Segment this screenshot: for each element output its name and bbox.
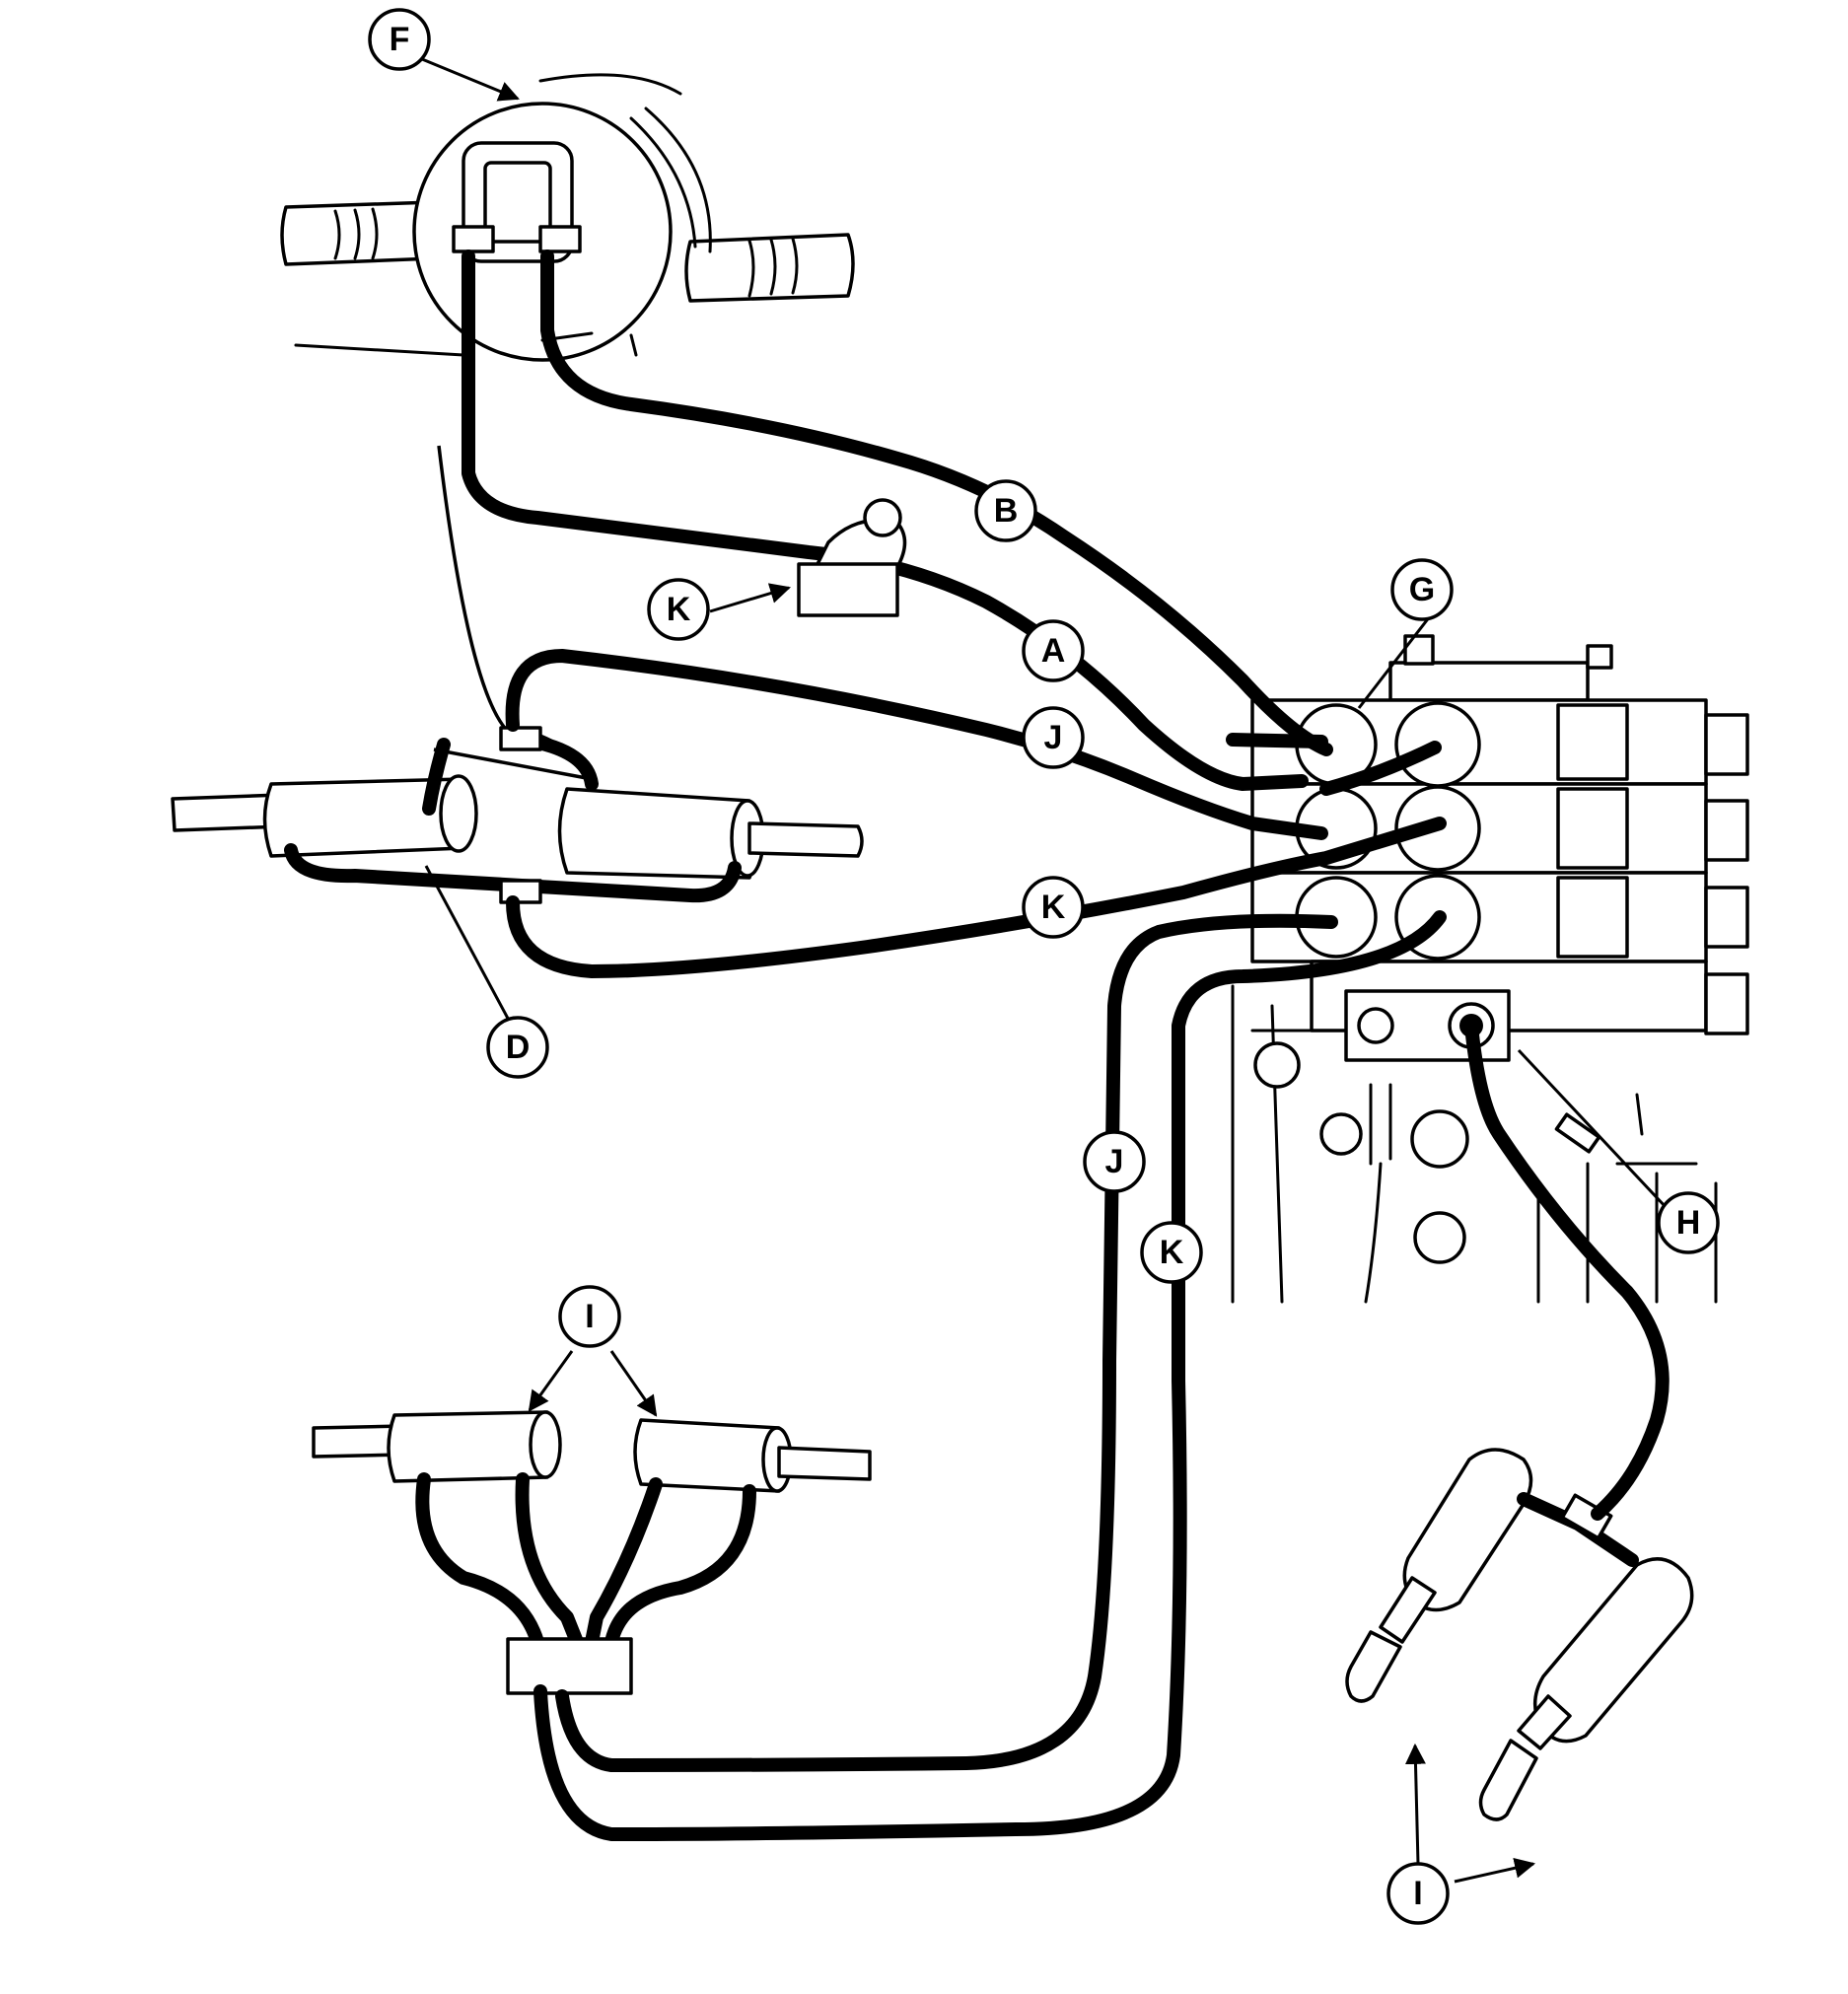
- leader-lines: [421, 57, 1669, 1884]
- callout-j-low-label: J: [1105, 1143, 1124, 1180]
- callout-b: B: [974, 479, 1037, 542]
- callout-k-mid: K: [1022, 876, 1085, 939]
- callout-d-label: D: [506, 1029, 531, 1066]
- callout-i-left-label: I: [585, 1298, 594, 1335]
- hose-j-upper: [505, 649, 1328, 840]
- hose-h: [1464, 1019, 1670, 1521]
- callout-k-top: K: [647, 578, 710, 641]
- callout-g-label: G: [1409, 571, 1435, 608]
- callout-k-top-label: K: [667, 591, 691, 628]
- steering-axle-assembly: [280, 73, 855, 362]
- hose-b: [540, 249, 1333, 756]
- callout-k-low-label: K: [1160, 1234, 1184, 1271]
- callout-i-right-label: I: [1413, 1875, 1422, 1912]
- callout-h-label: H: [1676, 1204, 1701, 1242]
- callout-f: F: [368, 8, 431, 71]
- cylinders-i-left: [312, 1410, 872, 1695]
- hose-k-lower: [533, 910, 1447, 1841]
- hose-a: [462, 249, 1309, 791]
- callout-j-mid-label: J: [1044, 719, 1063, 756]
- callout-f-label: F: [390, 21, 410, 58]
- callout-d: D: [486, 1016, 549, 1079]
- hose-k-mid: [506, 817, 1447, 978]
- callout-a-label: A: [1041, 632, 1066, 670]
- callout-g: G: [1390, 558, 1454, 621]
- callout-a: A: [1022, 619, 1085, 682]
- callout-j-low: J: [1083, 1130, 1146, 1193]
- hose-j-lower: [555, 913, 1338, 1772]
- callout-i-right: I: [1386, 1862, 1450, 1925]
- callout-k-mid-label: K: [1041, 889, 1066, 926]
- cylinders-i-right: [1345, 1448, 1694, 1821]
- hose-routing: [462, 249, 1670, 1841]
- callout-b-label: B: [994, 492, 1019, 530]
- callout-h: H: [1657, 1191, 1720, 1254]
- callout-j-mid: J: [1022, 706, 1085, 769]
- callout-i-left: I: [558, 1285, 621, 1348]
- callout-k-low: K: [1140, 1221, 1203, 1284]
